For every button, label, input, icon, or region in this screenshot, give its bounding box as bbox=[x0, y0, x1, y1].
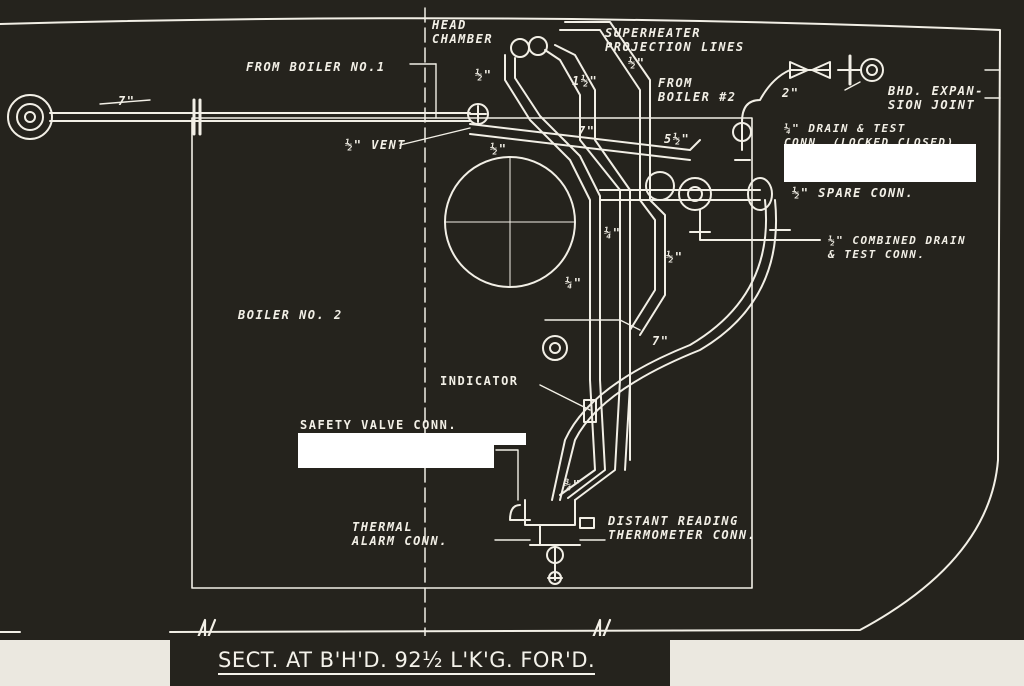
redaction-box-left-top bbox=[298, 433, 526, 445]
indicator-gauge bbox=[542, 335, 568, 361]
title-background bbox=[170, 636, 670, 686]
label-from-boiler-1: FROM BOILER NO.1 bbox=[246, 60, 386, 74]
redaction-box-right bbox=[784, 144, 976, 182]
dim-half-d: ½" bbox=[666, 250, 684, 264]
dim-1half: 1½" bbox=[572, 74, 599, 88]
boiler-casing bbox=[191, 117, 753, 589]
dim-half-b: ½" bbox=[628, 56, 646, 70]
label-distant-reading: DISTANT READING THERMOMETER CONN. bbox=[608, 514, 757, 542]
label-vent: ½" VENT bbox=[345, 138, 407, 152]
label-from-boiler-2: FROM BOILER #2 bbox=[658, 76, 737, 104]
label-head-chamber: HEAD CHAMBER bbox=[432, 18, 494, 46]
hull-outline bbox=[0, 17, 1001, 633]
dim-half-c: ½" bbox=[490, 142, 508, 156]
dim-3quarter: ¾" bbox=[564, 478, 582, 492]
dim-half-a: ½" bbox=[475, 68, 493, 82]
head-chamber-right bbox=[528, 36, 548, 56]
bulkhead-fitting bbox=[7, 94, 53, 140]
dim-7-mid: 7" bbox=[578, 124, 596, 138]
indicator-box bbox=[583, 399, 597, 423]
expansion-joint bbox=[860, 58, 884, 82]
label-superheater: SUPERHEATER PROJECTION LINES bbox=[605, 26, 745, 54]
fitting-mid bbox=[678, 177, 712, 211]
label-combined-drain: ½" COMBINED DRAIN & TEST CONN. bbox=[828, 234, 967, 261]
label-spare-conn: ½" SPARE CONN. bbox=[792, 186, 915, 200]
dim-quarter-a: ¼" bbox=[604, 226, 622, 240]
label-indicator: INDICATOR bbox=[440, 374, 519, 388]
label-boiler-no2: BOILER NO. 2 bbox=[238, 308, 343, 322]
label-bhd-expansion: BHD. EXPAN- SION JOINT bbox=[888, 84, 984, 112]
spare-conn-fitting bbox=[747, 177, 773, 211]
drawing-title: SECT. AT B'H'D. 92½ L'K'G. FOR'D. bbox=[218, 648, 596, 675]
dim-quarter-b: ¼" bbox=[565, 276, 583, 290]
label-thermal-alarm: THERMAL ALARM CONN. bbox=[352, 520, 448, 548]
dim-5half: 5½" bbox=[664, 132, 691, 146]
dim-7-left: 7" bbox=[118, 94, 136, 108]
label-safety-valve: SAFETY VALVE CONN. bbox=[300, 418, 458, 432]
dim-7-low: 7" bbox=[652, 334, 670, 348]
dim-2: 2" bbox=[782, 86, 800, 100]
redaction-box-left bbox=[298, 443, 494, 468]
head-chamber-left bbox=[510, 38, 530, 58]
drain-test-valve bbox=[732, 122, 752, 142]
